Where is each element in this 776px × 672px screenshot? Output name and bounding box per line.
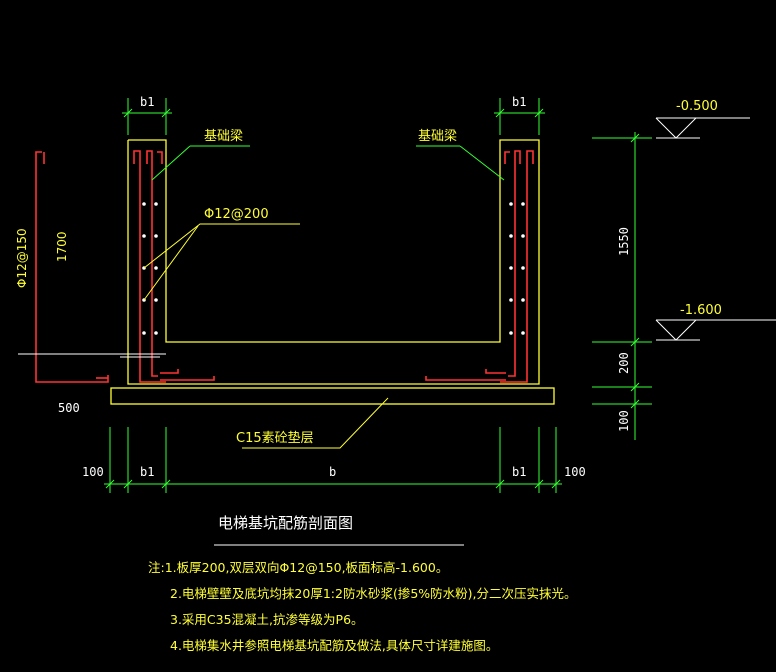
label-bottom-100-right: 100: [564, 465, 586, 479]
label-elev-bottom: -1.600: [680, 303, 722, 318]
drawing-title: 电梯基坑配筋剖面图: [218, 514, 353, 532]
label-bottom-100-left: 100: [82, 465, 104, 479]
rebar-detail-vertical: [35, 151, 109, 383]
rebar-slab-top-left: [160, 369, 179, 374]
label-bottom-b: b: [329, 465, 336, 479]
label-beam-right: 基础梁: [418, 129, 457, 144]
rebar-right-hook: [504, 151, 510, 164]
label-bottom-b1-right: b1: [512, 465, 526, 479]
dimension-lines: [104, 98, 652, 493]
rebar-left-outer: [133, 150, 166, 383]
label-bottom-b1-left: b1: [140, 465, 154, 479]
note-4: 4.电梯集水井参照电梯基坑配筋及做法,具体尺寸详建施图。: [170, 638, 498, 653]
label-elev-top: -0.500: [676, 99, 718, 114]
label-dim-1700: 1700: [55, 231, 69, 262]
rebar-slab-top-right: [485, 369, 506, 374]
rebar-slab-bottom-right: [425, 376, 506, 381]
label-dim-200: 200: [617, 352, 631, 374]
note-1: 注:1.板厚200,双层双向Φ12@150,板面标高-1.600。: [148, 560, 448, 575]
label-b1-top-left: b1: [140, 95, 154, 109]
note-2: 2.电梯壁壁及底坑均抹20厚1:2防水砂浆(掺5%防水粉),分二次压实抹光。: [170, 586, 577, 601]
note-3: 3.采用C35混凝土,抗渗等级为P6。: [170, 612, 364, 627]
label-beam-left: 基础梁: [204, 129, 243, 144]
pit-outer-outline: [127, 139, 540, 385]
leader-lines: [18, 223, 464, 546]
pit-outline: [110, 139, 555, 405]
label-dim-1550: 1550: [617, 227, 631, 256]
rebar-dots: [142, 202, 525, 335]
label-cushion: C15素砼垫层: [236, 430, 314, 446]
rebar-slab-bottom-left: [160, 376, 215, 381]
rebar-right-inner: [508, 150, 521, 377]
rebar-left-inner: [146, 150, 158, 377]
elevation-marker-bottom: [655, 319, 776, 341]
elevation-marker-top: [655, 117, 750, 139]
rebar-left-hook: [157, 151, 163, 164]
label-dim-500: 500: [58, 401, 80, 415]
cushion-layer: [110, 387, 555, 405]
label-rebar-wall: Φ12@200: [204, 207, 269, 222]
rebar-right-outer: [500, 150, 534, 383]
label-rebar-vertical: Φ12@150: [15, 228, 29, 288]
label-b1-top-right: b1: [512, 95, 526, 109]
rebar-group: [35, 150, 534, 383]
label-dim-100-right: 100: [617, 410, 631, 432]
